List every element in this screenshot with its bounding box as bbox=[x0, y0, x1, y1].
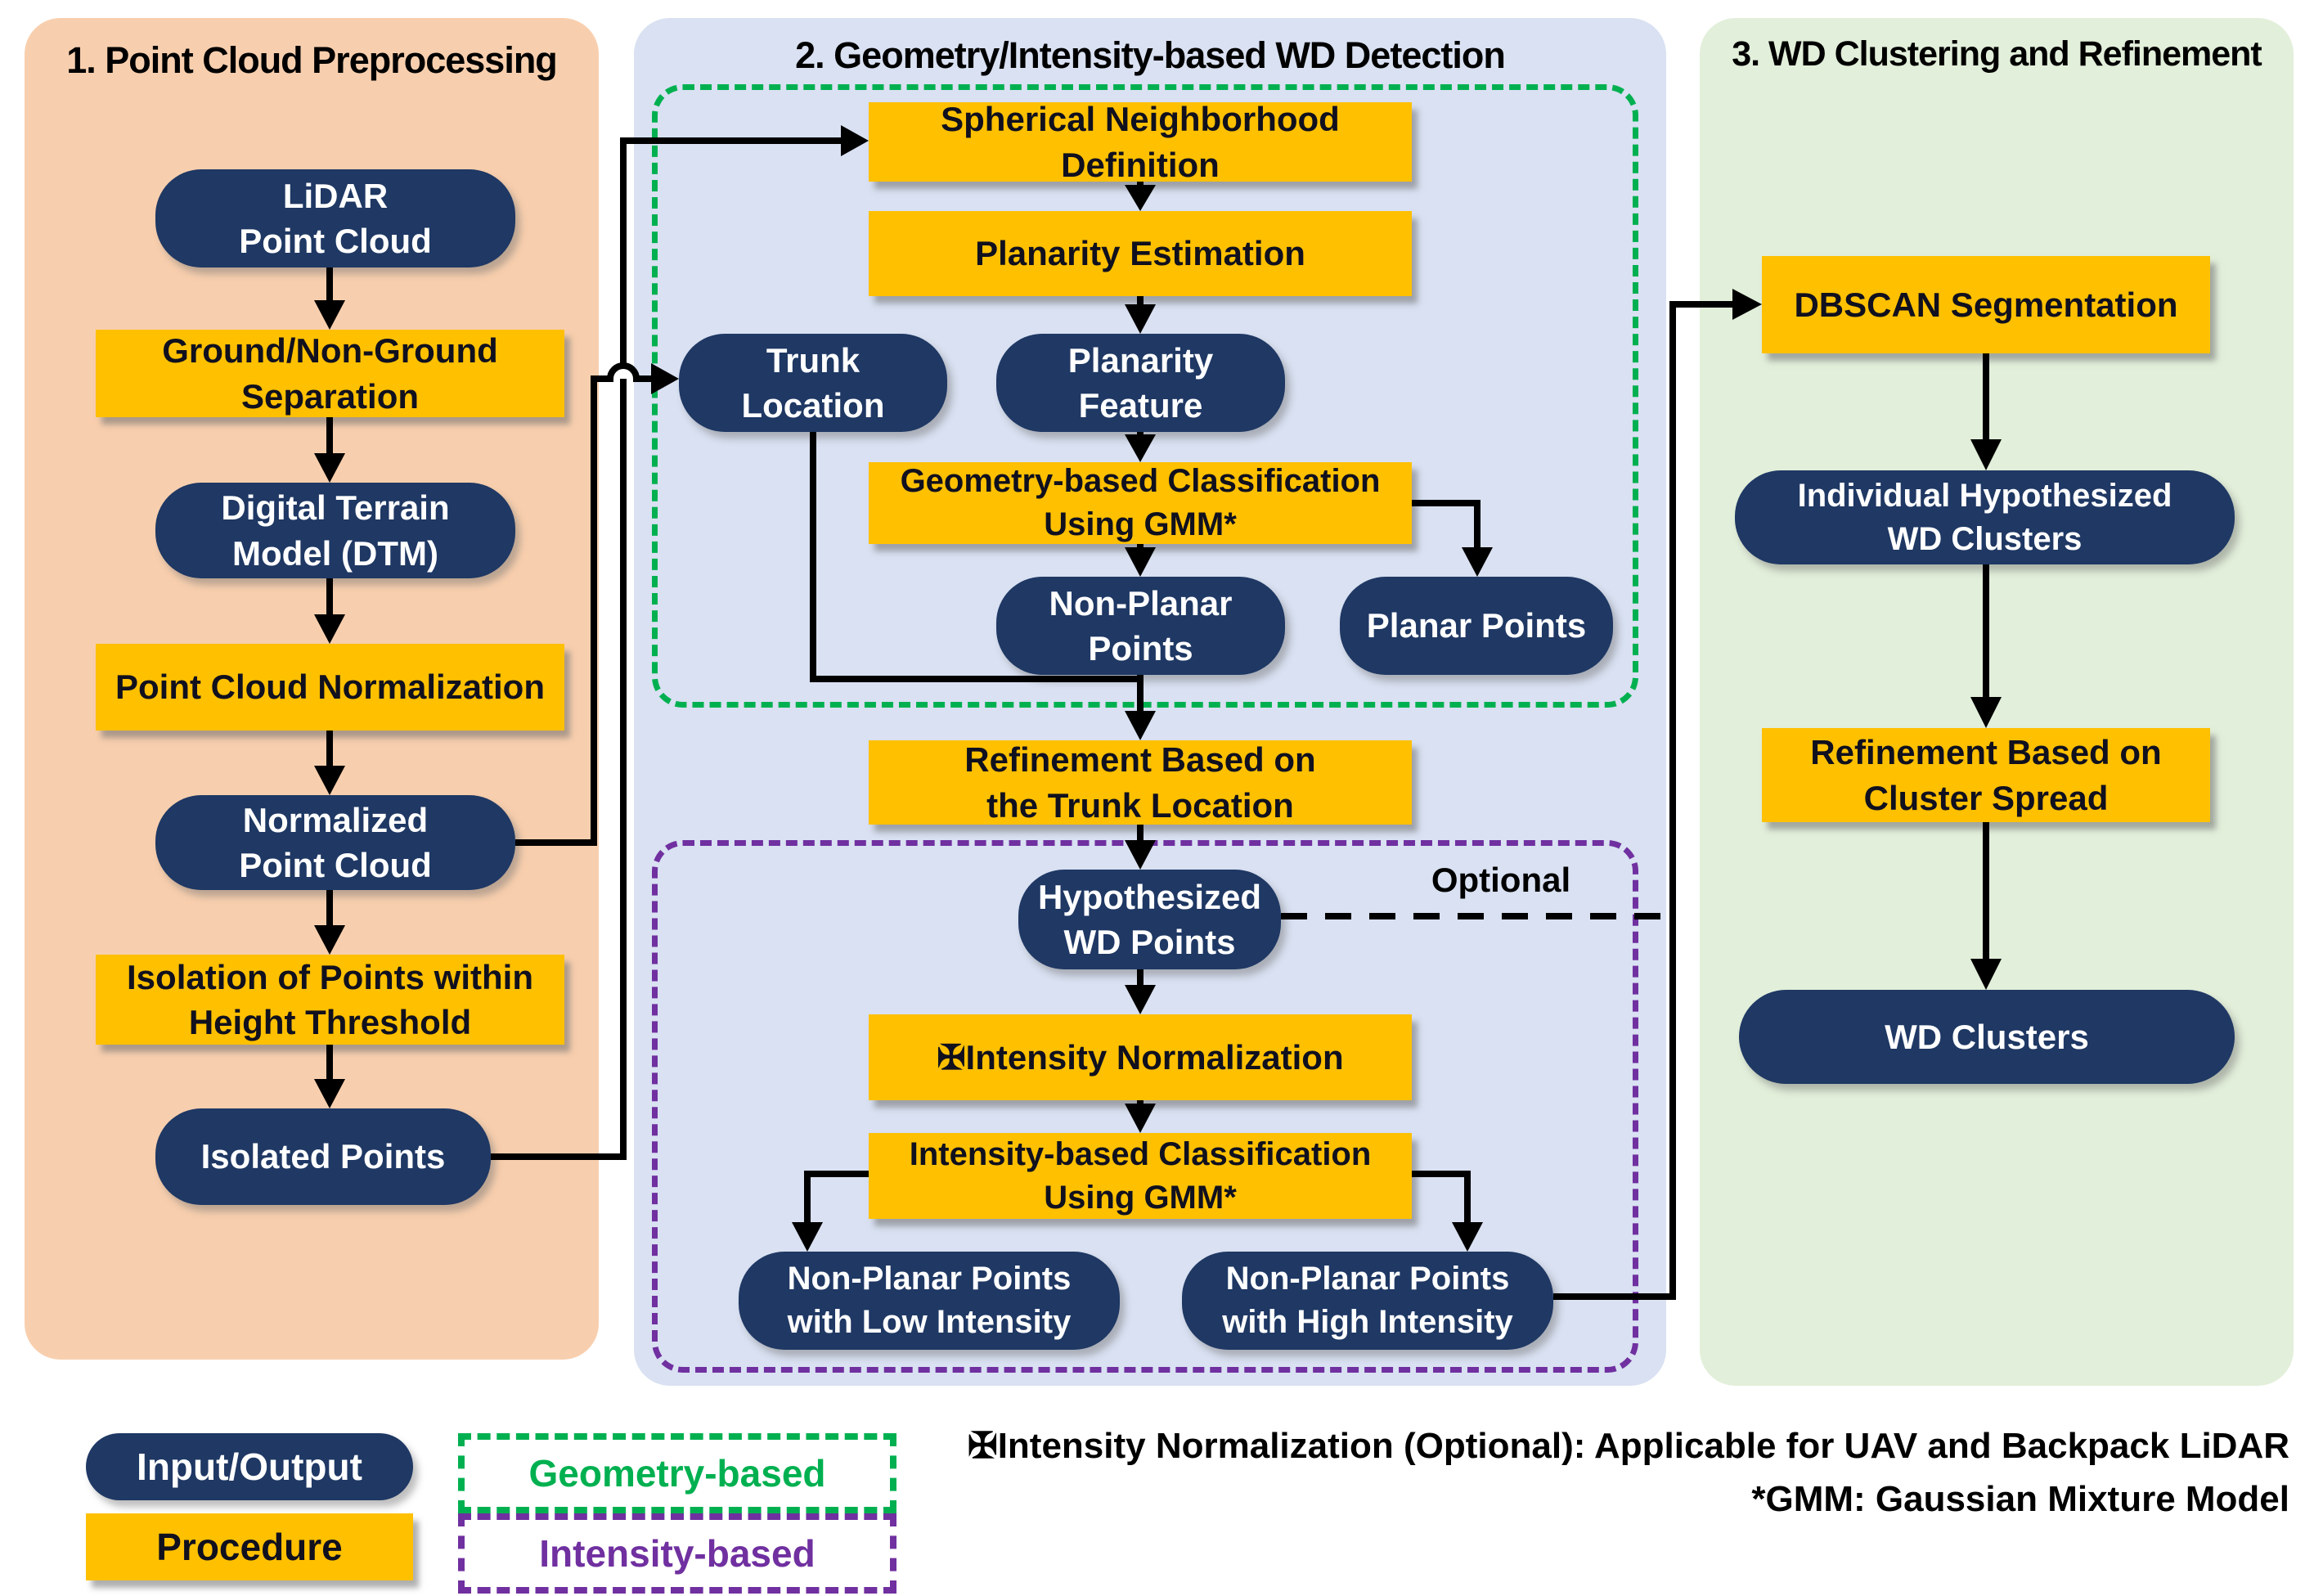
legend-intensity-based: Intensity-based bbox=[458, 1513, 896, 1594]
node-digital-terrain-model: Digital Terrain Model (DTM) bbox=[155, 483, 515, 578]
node-isolation-height-threshold: Isolation of Points within Height Thresh… bbox=[96, 955, 564, 1045]
node-point-cloud-normalization: Point Cloud Normalization bbox=[96, 644, 564, 731]
panel3-title: 3. WD Clustering and Refinement bbox=[1732, 34, 2262, 74]
node-planar-points: Planar Points bbox=[1340, 577, 1613, 675]
node-individual-hypothesized-wd-clusters: Individual Hypothesized WD Clusters bbox=[1735, 470, 2235, 564]
node-hypothesized-wd-points: Hypothesized WD Points bbox=[1018, 870, 1281, 969]
crossing-hop-mask bbox=[610, 366, 636, 379]
node-dbscan-segmentation: DBSCAN Segmentation bbox=[1762, 256, 2210, 353]
node-non-planar-high-intensity: Non-Planar Points with High Intensity bbox=[1182, 1252, 1553, 1350]
node-lidar-point-cloud: LiDAR Point Cloud bbox=[155, 169, 515, 267]
node-wd-clusters: WD Clusters bbox=[1739, 990, 2235, 1084]
node-normalized-point-cloud: Normalized Point Cloud bbox=[155, 795, 515, 890]
optional-label: Optional bbox=[1431, 861, 1571, 899]
legend-geometry-based: Geometry-based bbox=[458, 1433, 896, 1513]
node-intensity-classification-gmm: Intensity-based Classification Using GMM… bbox=[869, 1133, 1412, 1219]
panel-wd-clustering-refinement bbox=[1700, 18, 2294, 1386]
footnote-gmm: *GMM: Gaussian Mixture Model bbox=[1751, 1479, 2289, 1519]
node-spherical-neighborhood: Spherical Neighborhood Definition bbox=[869, 100, 1412, 184]
node-non-planar-points: Non-Planar Points bbox=[996, 577, 1285, 675]
node-ground-separation: Ground/Non-Ground Separation bbox=[96, 330, 564, 417]
node-planarity-feature: Planarity Feature bbox=[996, 334, 1285, 432]
footnote-intensity-normalization: ✠Intensity Normalization (Optional): App… bbox=[967, 1426, 2289, 1466]
node-refinement-trunk-location: Refinement Based on the Trunk Location bbox=[869, 740, 1412, 825]
node-non-planar-low-intensity: Non-Planar Points with Low Intensity bbox=[739, 1252, 1120, 1350]
panel2-title: 2. Geometry/Intensity-based WD Detection bbox=[795, 34, 1506, 76]
node-isolated-points: Isolated Points bbox=[155, 1108, 491, 1205]
node-geometry-classification-gmm: Geometry-based Classification Using GMM* bbox=[869, 462, 1412, 544]
legend-procedure: Procedure bbox=[86, 1513, 413, 1580]
node-trunk-location: Trunk Location bbox=[679, 334, 947, 432]
panel1-title: 1. Point Cloud Preprocessing bbox=[66, 39, 558, 81]
legend-input-output: Input/Output bbox=[86, 1433, 413, 1500]
node-refinement-cluster-spread: Refinement Based on Cluster Spread bbox=[1762, 728, 2210, 822]
node-planarity-estimation: Planarity Estimation bbox=[869, 211, 1412, 296]
node-intensity-normalization: ✠Intensity Normalization bbox=[869, 1014, 1412, 1100]
